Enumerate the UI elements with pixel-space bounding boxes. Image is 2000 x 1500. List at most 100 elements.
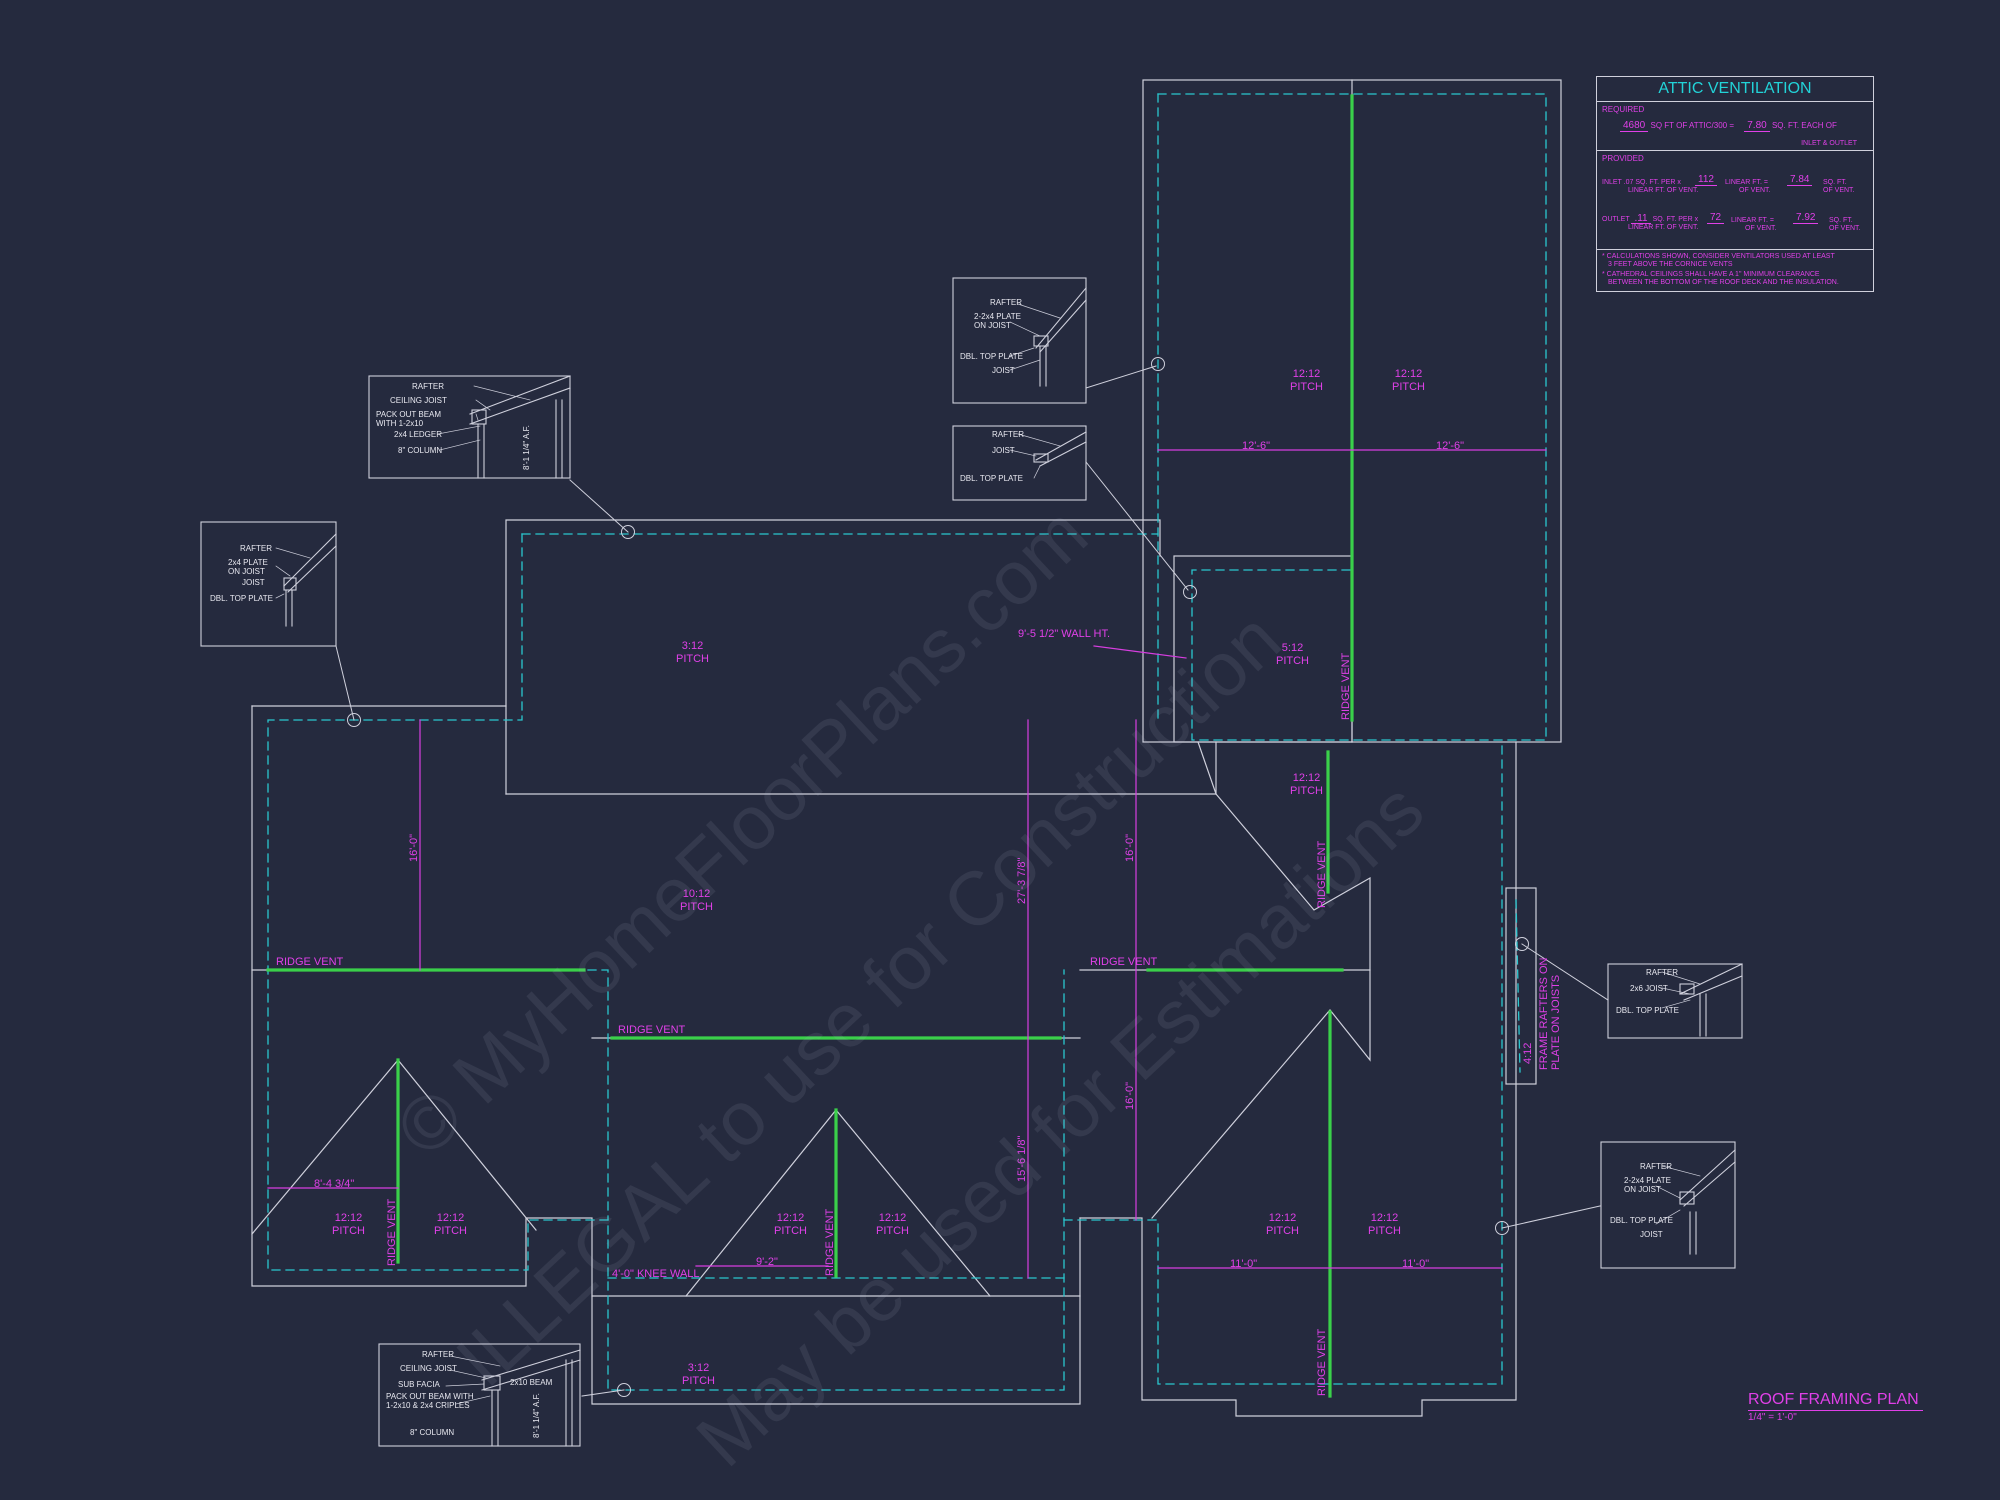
attic-inlet-len: 112 xyxy=(1695,175,1717,186)
drawing-scale: 1/4" = 1'-0" xyxy=(1748,1412,1797,1423)
attic-provided-label: PROVIDED xyxy=(1602,154,1644,163)
drawing-title: ROOF FRAMING PLAN xyxy=(1748,1390,1923,1411)
attic-provided-row: PROVIDED INLET .07 SQ. FT. PER x LINEAR … xyxy=(1597,151,1873,250)
dim-16-0-left: 16'-0" xyxy=(408,833,420,862)
detail-boxes xyxy=(200,277,1743,1447)
dim-15-6: 15'-6 1/8" xyxy=(1016,1135,1028,1182)
attic-req-text2: SQ. FT. EACH OF xyxy=(1771,121,1837,130)
detail7-height: 8'-1 1/4" A.F. xyxy=(532,1393,541,1438)
dim-12-6-right: 12'-6" xyxy=(1436,440,1465,452)
attic-inlet-res-unit: SQ. FT.OF VENT. xyxy=(1823,179,1855,194)
detail3-ledger: 2x4 LEDGER xyxy=(394,430,443,439)
attic-inlet-result: 7.84 xyxy=(1787,175,1813,186)
ridge-vent-label-tower: RIDGE VENT xyxy=(1340,652,1352,720)
wall-height-note: 9'-5 1/2" WALL HT. xyxy=(1018,628,1111,640)
dim-8-4: 8'-4 3/4" xyxy=(314,1178,355,1190)
attic-outlet-res-unit: SQ. FT.OF VENT. xyxy=(1829,217,1861,232)
detail5-rafter: RAFTER xyxy=(1646,968,1678,977)
detail7-ceiling-joist: CEILING JOIST xyxy=(400,1364,457,1373)
attic-req-result: 7.80 xyxy=(1744,121,1770,132)
detail5-joist: 2x6 JOIST xyxy=(1630,984,1668,993)
detail1-dbl-top: DBL. TOP PLATE xyxy=(960,352,1023,361)
knee-wall-note: 4'-0" KNEE WALL xyxy=(612,1268,700,1280)
detail1-rafter: RAFTER xyxy=(990,298,1022,307)
detail2-rafter: RAFTER xyxy=(992,430,1024,439)
attic-required-label: REQUIRED xyxy=(1602,105,1645,114)
dim-16-0-upper: 16'-0" xyxy=(1124,833,1136,862)
ridge-vent-label-bottom: RIDGE VENT xyxy=(1316,1328,1328,1396)
detail-leaders xyxy=(335,357,1609,1397)
attic-outlet-unit: LINEAR FT. =OF VENT. xyxy=(1731,217,1777,232)
detail6-rafter: RAFTER xyxy=(1640,1162,1672,1171)
detail7-rafter: RAFTER xyxy=(422,1350,454,1359)
dim-12-6-left: 12'-6" xyxy=(1242,440,1271,452)
detail-box-3 xyxy=(368,375,571,479)
dim-27-3: 27'-3 7/8" xyxy=(1016,857,1028,904)
detail7-beam: 2x10 BEAM xyxy=(510,1378,553,1387)
attic-req-sqft: 4680 xyxy=(1620,121,1649,132)
detail4-rafter: RAFTER xyxy=(240,544,272,553)
wall-lines xyxy=(267,93,1547,1391)
detail-box-2 xyxy=(952,425,1087,501)
ridge-vent-label-right: RIDGE VENT xyxy=(1090,956,1158,968)
detail-box-1 xyxy=(952,277,1087,404)
detail4-joist: JOIST xyxy=(242,578,265,587)
ridge-vent-label-left-hip: RIDGE VENT xyxy=(386,1198,398,1266)
attic-required-row: REQUIRED 4680 SQ FT OF ATTIC/300 = 7.80 … xyxy=(1597,102,1873,151)
detail-box-4 xyxy=(200,521,337,647)
detail-box-5 xyxy=(1607,963,1743,1039)
ridge-vent-label-left: RIDGE VENT xyxy=(276,956,344,968)
ridge-vent-label-center-hip: RIDGE VENT xyxy=(824,1208,836,1276)
attic-inlet: INLET .07 SQ. FT. PER x LINEAR FT. OF VE… xyxy=(1602,179,1699,194)
dimension-lines xyxy=(267,449,1547,1279)
detail6-dbl-top: DBL. TOP PLATE xyxy=(1610,1216,1673,1225)
attic-req-text: SQ FT OF ATTIC/300 = xyxy=(1650,121,1734,130)
ridge-vent-label-center: RIDGE VENT xyxy=(618,1024,686,1036)
attic-outlet-result: 7.92 xyxy=(1793,213,1819,224)
detail7-column: 8" COLUMN xyxy=(410,1428,455,1437)
attic-outlet: OUTLET .11 SQ. FT. PER x LINEAR FT. OF V… xyxy=(1602,213,1699,232)
detail-label-leaders xyxy=(275,303,1701,1405)
detail1-joist: JOIST xyxy=(992,366,1015,375)
dim-11-0-left: 11'-0" xyxy=(1230,1258,1258,1270)
detail7-sub-facia: SUB FACIA xyxy=(398,1380,440,1389)
detail3-ceiling-joist: CEILING JOIST xyxy=(390,396,447,405)
detail6-joist: JOIST xyxy=(1640,1230,1663,1239)
dim-9-2: 9'-2" xyxy=(756,1256,778,1268)
detail3-rafter: RAFTER xyxy=(412,382,444,391)
dim-16-0-lower: 16'-0" xyxy=(1124,1081,1136,1110)
attic-ventilation-table: ATTIC VENTILATION REQUIRED 4680 SQ FT OF… xyxy=(1596,76,1874,292)
detail-box-7 xyxy=(378,1343,581,1447)
drawing-title-block: ROOF FRAMING PLAN 1/4" = 1'-0" xyxy=(1748,1390,1923,1424)
attic-notes: * CALCULATIONS SHOWN, CONSIDER VENTILATO… xyxy=(1602,253,1839,286)
detail-box-6 xyxy=(1600,1141,1736,1269)
attic-title: ATTIC VENTILATION xyxy=(1597,77,1873,102)
side-pitch-note: 4:12 xyxy=(1522,1042,1534,1064)
attic-inlet-unit: LINEAR FT. =OF VENT. xyxy=(1725,179,1771,194)
detail2-dbl-top: DBL. TOP PLATE xyxy=(960,474,1023,483)
attic-req-text3: INLET & OUTLET xyxy=(1801,140,1857,147)
detail3-height: 8'-1 1/4" A.F. xyxy=(522,425,531,470)
dim-11-0-right: 11'-0" xyxy=(1402,1258,1430,1270)
detail2-joist: JOIST xyxy=(992,446,1015,455)
